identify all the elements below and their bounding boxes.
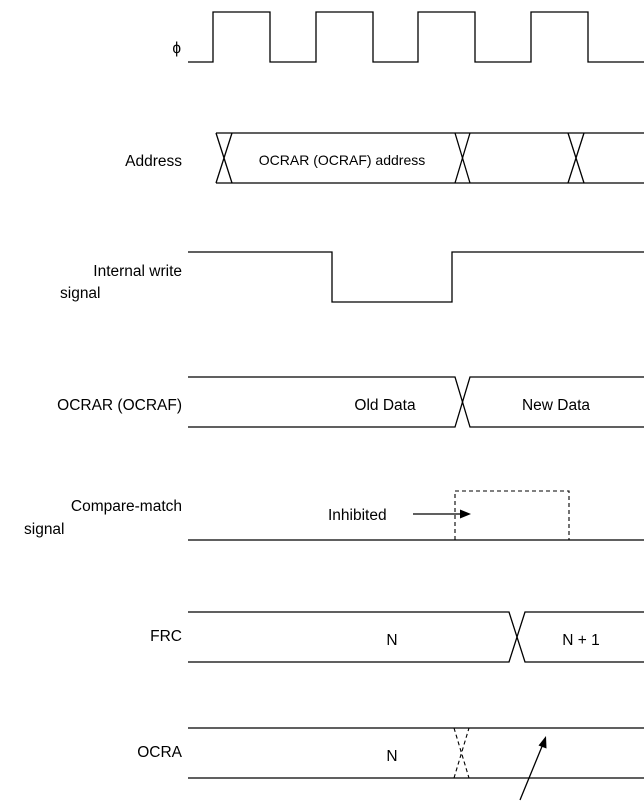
inhibited-arrow-icon xyxy=(413,509,471,519)
frc-n1-label: N + 1 xyxy=(562,632,599,649)
address-value-label: OCRAR (OCRAF) address xyxy=(259,152,425,168)
internal-write-label-line2: signal xyxy=(60,285,101,302)
ocrar-data-waveform xyxy=(188,376,644,428)
compare-match-label-line2: signal xyxy=(24,521,65,538)
ocrar-new-data-label: New Data xyxy=(522,397,590,414)
phi-label: ϕ xyxy=(172,40,181,57)
frc-label: FRC xyxy=(150,628,182,645)
frc-n-label: N xyxy=(386,632,397,649)
inhibited-pulse-outline xyxy=(454,490,570,540)
phi-clock-waveform xyxy=(188,11,644,63)
inhibited-label: Inhibited xyxy=(328,507,387,524)
ocra-label: OCRA xyxy=(137,744,182,761)
ocra-waveform xyxy=(188,727,644,779)
internal-write-label-line1: Internal write xyxy=(93,263,182,280)
ocrar-old-data-label: Old Data xyxy=(354,397,416,414)
frc-waveform xyxy=(188,611,644,663)
address-label: Address xyxy=(125,153,182,170)
compare-match-label-line1: Compare-match xyxy=(71,498,182,515)
ocrar-label: OCRAR (OCRAF) xyxy=(57,397,182,414)
ocra-pointer-arrow-icon xyxy=(519,736,547,801)
address-bus-waveform xyxy=(215,132,644,184)
ocra-n-label: N xyxy=(386,748,397,765)
internal-write-waveform xyxy=(188,251,644,303)
